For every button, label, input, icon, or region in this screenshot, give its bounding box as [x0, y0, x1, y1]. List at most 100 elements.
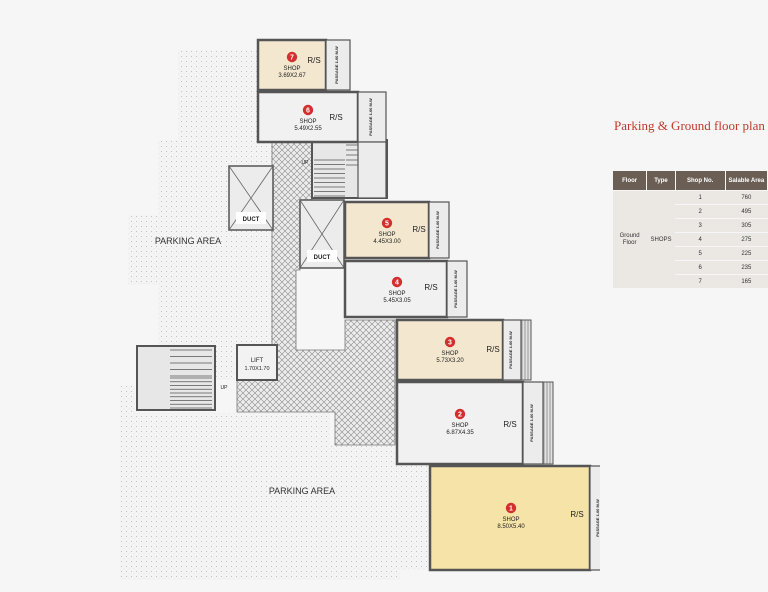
- passage-label: PASSAGE 1.00 M.W: [595, 499, 600, 537]
- table-row: 6 235: [613, 260, 768, 275]
- shop-number-badge: [454, 408, 466, 420]
- shop-size: 6.87X4.35: [446, 430, 474, 436]
- rs-label: R/S: [486, 345, 499, 354]
- table-row: 3 305: [613, 218, 768, 233]
- table-header-row: Floor Type Shop No. Salable Area: [611, 170, 768, 191]
- parking-area-top: [128, 50, 272, 380]
- shop-size: 5.73X3.20: [436, 358, 464, 364]
- shop-number: 1: [509, 505, 513, 512]
- shop-number: 3: [448, 339, 452, 346]
- passage-label: PASSAGE 1.00 M.W: [334, 46, 339, 84]
- table-row: 4 275: [613, 232, 768, 247]
- shop-number: 7: [290, 54, 294, 61]
- shop-number-badge: [286, 51, 298, 63]
- shop-number: 4: [395, 279, 399, 286]
- rs-label: R/S: [412, 225, 425, 234]
- rs-label: R/S: [329, 113, 342, 122]
- passage-label: PASSAGE 1.00 M.W: [368, 98, 373, 136]
- passage-label: PASSAGE 1.00 M.W: [453, 270, 458, 308]
- cell-shop-no: 5: [675, 246, 726, 261]
- floor-value: Ground Floor: [619, 232, 640, 246]
- cell-area: 495: [725, 204, 768, 219]
- shop-6-stair-side: [357, 141, 387, 199]
- cell-shop-no: 2: [675, 204, 726, 219]
- lift-size-label: 1.70X1.70: [244, 366, 269, 372]
- shop-label: SHOP: [451, 423, 468, 429]
- shop-number-badge: [391, 276, 403, 288]
- cell-type: SHOPS: [646, 190, 676, 289]
- shop-size: 3.69X2.67: [278, 73, 306, 79]
- shop-6-passage: [357, 91, 387, 143]
- parking-area-top-label: PARKING AREA: [155, 236, 221, 246]
- header-salable-area: Salable Area: [724, 170, 768, 191]
- cell-shop-no: 3: [675, 218, 726, 233]
- duct-label-2: DUCT: [314, 255, 331, 261]
- parking-area-bottom: [120, 385, 428, 580]
- rs-label: R/S: [570, 510, 583, 519]
- stair-treads-left: [170, 349, 212, 409]
- cell-area: 235: [725, 260, 768, 275]
- passage-label: PASSAGE 1.00 M.W: [435, 211, 440, 249]
- cell-shop-no: 7: [675, 274, 726, 289]
- rs-label: R/S: [424, 283, 437, 292]
- table-row: 2 495: [613, 204, 768, 219]
- entry-step-lines: [521, 320, 551, 464]
- shop-number: 2: [458, 411, 462, 418]
- cell-area: 225: [725, 246, 768, 261]
- shop-2-steps: [542, 381, 554, 465]
- shop-number-badge: [302, 104, 314, 116]
- lift-box: [236, 344, 278, 381]
- lift-label: LIFT: [251, 358, 264, 364]
- cell-area: 275: [725, 232, 768, 247]
- plan-title: Parking & Ground floor plan: [614, 118, 765, 133]
- shop-size: 8.50X5.40: [497, 524, 525, 530]
- header-shop-no: Shop No.: [674, 170, 726, 191]
- up-label-left: UP: [221, 385, 229, 391]
- shop-6-room: [256, 90, 360, 144]
- shop-label: SHOP: [283, 66, 300, 72]
- cell-area: 165: [725, 274, 768, 289]
- shop-label: SHOP: [378, 232, 395, 238]
- shop-5-room: [343, 200, 431, 260]
- table-row: Ground Floor SHOPS 1 760: [612, 190, 768, 289]
- shop-4-passage: [446, 260, 468, 318]
- shop-label: SHOP: [502, 517, 519, 523]
- cell-shop-no: 4: [675, 232, 726, 247]
- shop-number-badge: [505, 502, 517, 514]
- duct-label-1: DUCT: [243, 217, 260, 223]
- shop-4-room: [343, 259, 449, 319]
- shop-1-passage: [589, 465, 600, 571]
- cell-area: 760: [725, 190, 768, 205]
- parking-area-bottom-label: PARKING AREA: [269, 486, 335, 496]
- shop-5-passage: [428, 201, 450, 259]
- shop-size: 5.45X3.05: [383, 298, 411, 304]
- shop-label: SHOP: [299, 119, 316, 125]
- shop-number-badge: [381, 217, 393, 229]
- shop-7-room: [256, 38, 328, 92]
- shop-size: 4.45X3.00: [373, 239, 401, 245]
- passage-label: PASSAGE 1.00 M.W: [529, 404, 534, 442]
- duct-label-bg-1: [236, 212, 266, 224]
- rs-label: R/S: [307, 56, 320, 65]
- shop-label: SHOP: [441, 351, 458, 357]
- shop-number: 5: [385, 220, 389, 227]
- header-floor: Floor: [611, 170, 648, 191]
- passage-label: PASSAGE 1.00 M.W: [508, 331, 513, 369]
- table-row: 7 165: [613, 274, 768, 289]
- shop-7-passage: [325, 39, 351, 91]
- shop-2-room: [395, 380, 525, 466]
- cell-area: 305: [725, 218, 768, 233]
- up-label-top: UP: [302, 160, 310, 166]
- shop-3-steps: [520, 319, 532, 381]
- floor-plan: PARKING AREA PARKING AREA DUCT DUCT LIFT…: [120, 38, 600, 580]
- shop-number-badge: [444, 336, 456, 348]
- shop-label: SHOP: [388, 291, 405, 297]
- cell-shop-no: 6: [675, 260, 726, 275]
- salable-area-table: Floor Type Shop No. Salable Area Ground …: [611, 170, 768, 289]
- table-row: 5 225: [613, 246, 768, 261]
- rs-label: R/S: [503, 420, 516, 429]
- header-type: Type: [646, 170, 676, 191]
- shop-number: 6: [306, 107, 310, 114]
- cell-shop-no: 1: [675, 190, 726, 205]
